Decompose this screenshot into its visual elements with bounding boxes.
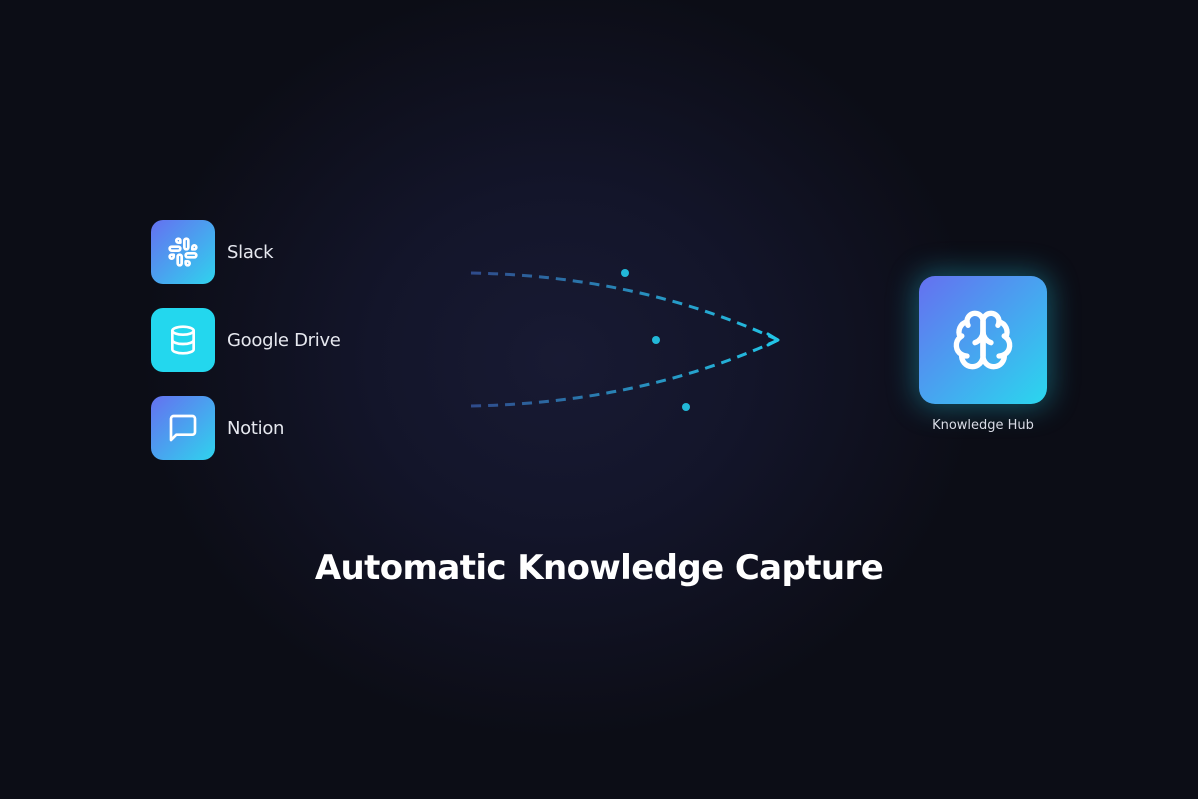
source-item-google-drive[interactable]: Google Drive <box>151 308 341 372</box>
slack-icon <box>168 237 198 267</box>
brain-icon <box>953 310 1013 370</box>
message-square-icon-tile <box>151 396 215 460</box>
flow-path-top <box>470 271 779 342</box>
hub-label: Knowledge Hub <box>932 418 1034 433</box>
flow-path-bottom <box>470 338 779 408</box>
source-label: Google Drive <box>227 329 341 351</box>
flow-particle <box>682 403 690 411</box>
source-label: Slack <box>227 241 274 263</box>
flow-particle <box>652 336 660 344</box>
source-item-slack[interactable]: Slack <box>151 220 274 284</box>
arrow-head-icon <box>766 332 780 347</box>
message-square-icon <box>169 414 197 442</box>
source-item-notion[interactable]: Notion <box>151 396 284 460</box>
database-icon-tile <box>151 308 215 372</box>
knowledge-hub-tile[interactable] <box>919 276 1047 404</box>
database-icon <box>171 325 195 355</box>
source-label: Notion <box>227 417 285 439</box>
slack-icon-tile <box>151 220 215 284</box>
flow-particle <box>621 269 629 277</box>
page-title: Automatic Knowledge Capture <box>314 548 884 588</box>
